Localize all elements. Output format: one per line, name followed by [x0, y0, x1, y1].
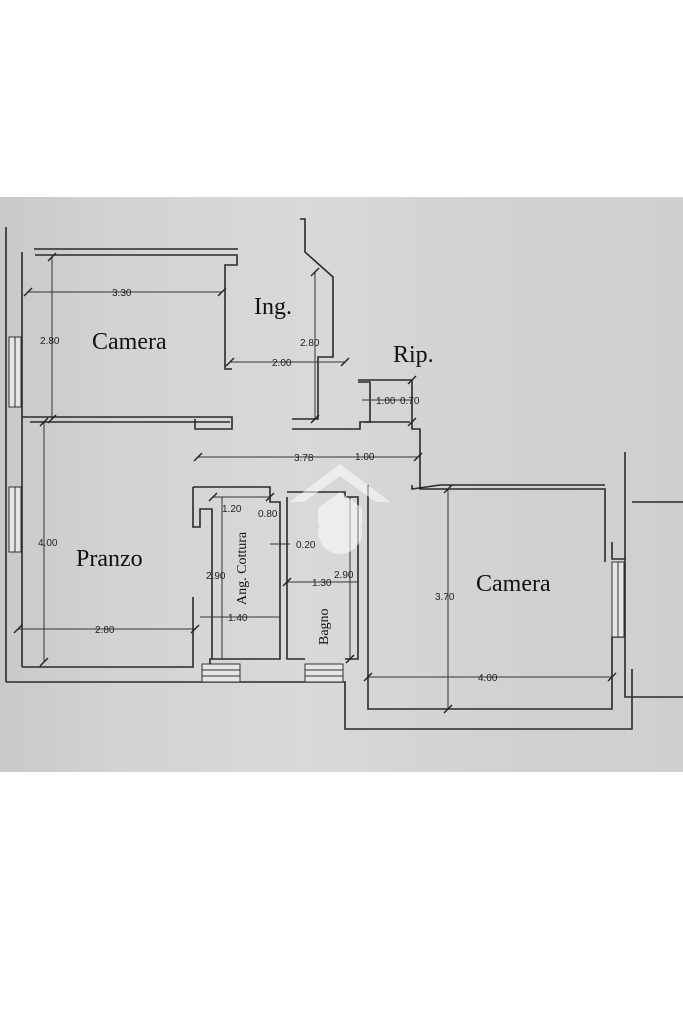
- tick: [345, 654, 355, 664]
- tick: [310, 414, 320, 424]
- room-label-bagno: Bagno: [317, 608, 332, 645]
- dim-label-pranzo-depth: 4.00: [38, 538, 58, 549]
- pranzo-bottom-wall: [22, 597, 194, 668]
- dim-label-cottura-top: 1.20: [222, 504, 242, 515]
- rip-wall: [358, 379, 440, 490]
- tick: [443, 484, 453, 494]
- tick: [607, 672, 617, 682]
- dim-label-cottura-depth: 2.90: [206, 571, 226, 582]
- room-label-camera-1: Camera: [92, 329, 167, 355]
- house-logo-icon: [290, 464, 390, 554]
- ingresso-lower-wall: [292, 381, 371, 430]
- tick: [39, 417, 49, 427]
- room-label-angolo-cottura: Ang. Cottura: [235, 531, 250, 605]
- room-label-ripostiglio: Rip.: [393, 342, 434, 368]
- tick: [39, 657, 49, 667]
- tick: [443, 704, 453, 714]
- tick: [208, 492, 218, 502]
- tick: [265, 492, 275, 502]
- dim-label-ingresso-width: 2.00: [272, 358, 292, 369]
- windows: [8, 336, 625, 683]
- camera-2-top-outer: [411, 484, 605, 490]
- tick: [225, 357, 235, 367]
- dim-label-cottura-niche-b: 0.20: [296, 540, 316, 551]
- tick: [13, 624, 23, 634]
- tick: [340, 357, 350, 367]
- dim-label-cottura-niche-a: 0.80: [258, 509, 278, 520]
- bagno-right-wall: [287, 491, 359, 660]
- dim-label-bagno-width: 1.30: [312, 578, 332, 589]
- dim-label-bagno-depth: 2.90: [334, 570, 354, 581]
- dim-label-cottura-width: 1.40: [228, 613, 248, 624]
- camera-2-top-wall: [440, 488, 606, 562]
- tick: [407, 375, 417, 385]
- floor-plan: Camera Ing. Rip. Pranzo Camera Ang. Cott…: [5, 218, 683, 730]
- dim-label-corridor-length: 3.78: [294, 453, 314, 464]
- room-label-ingresso: Ing.: [254, 294, 292, 320]
- dim-label-rip-depth: 0.70: [400, 396, 420, 407]
- camera-1-bottom-wall: [22, 416, 233, 430]
- tick: [23, 287, 33, 297]
- logo-circle: [318, 510, 362, 554]
- dim-label-camera-1-depth: 2.80: [40, 336, 60, 347]
- dim-label-ingresso-depth: 2.80: [300, 338, 320, 349]
- window-cottura: [201, 663, 241, 683]
- tick: [282, 577, 292, 587]
- dim-label-camera-2-width: 4.00: [478, 673, 498, 684]
- tick: [47, 252, 57, 262]
- dimension-ticks: [13, 252, 617, 714]
- camera-1-top-wall: [35, 254, 238, 370]
- tick: [363, 672, 373, 682]
- right-lower-wall: [624, 637, 683, 698]
- window-bagno: [304, 663, 344, 683]
- room-label-pranzo: Pranzo: [76, 546, 143, 572]
- floor-plan-sheet: Camera Ing. Rip. Pranzo Camera Ang. Cott…: [0, 197, 683, 772]
- tick: [217, 287, 227, 297]
- dim-label-camera-2-depth: 3.70: [435, 592, 455, 603]
- tick: [190, 624, 200, 634]
- ingresso-wall: [292, 218, 334, 420]
- cottura-wall: [193, 486, 281, 667]
- cottura-left-wall: [192, 487, 213, 659]
- dim-label-camera-1-width: 3.30: [112, 288, 132, 299]
- dim-label-corridor-width: 1.00: [355, 452, 375, 463]
- room-label-camera-2: Camera: [476, 571, 551, 597]
- dim-label-pranzo-width: 2.80: [95, 625, 115, 636]
- tick: [413, 452, 423, 462]
- tick: [47, 414, 57, 424]
- bagno-left-wall: [286, 497, 305, 660]
- logo-roof: [290, 464, 390, 502]
- tick: [310, 267, 320, 277]
- tick: [407, 417, 417, 427]
- tick: [193, 452, 203, 462]
- dim-label-rip-width: 1.00: [376, 396, 396, 407]
